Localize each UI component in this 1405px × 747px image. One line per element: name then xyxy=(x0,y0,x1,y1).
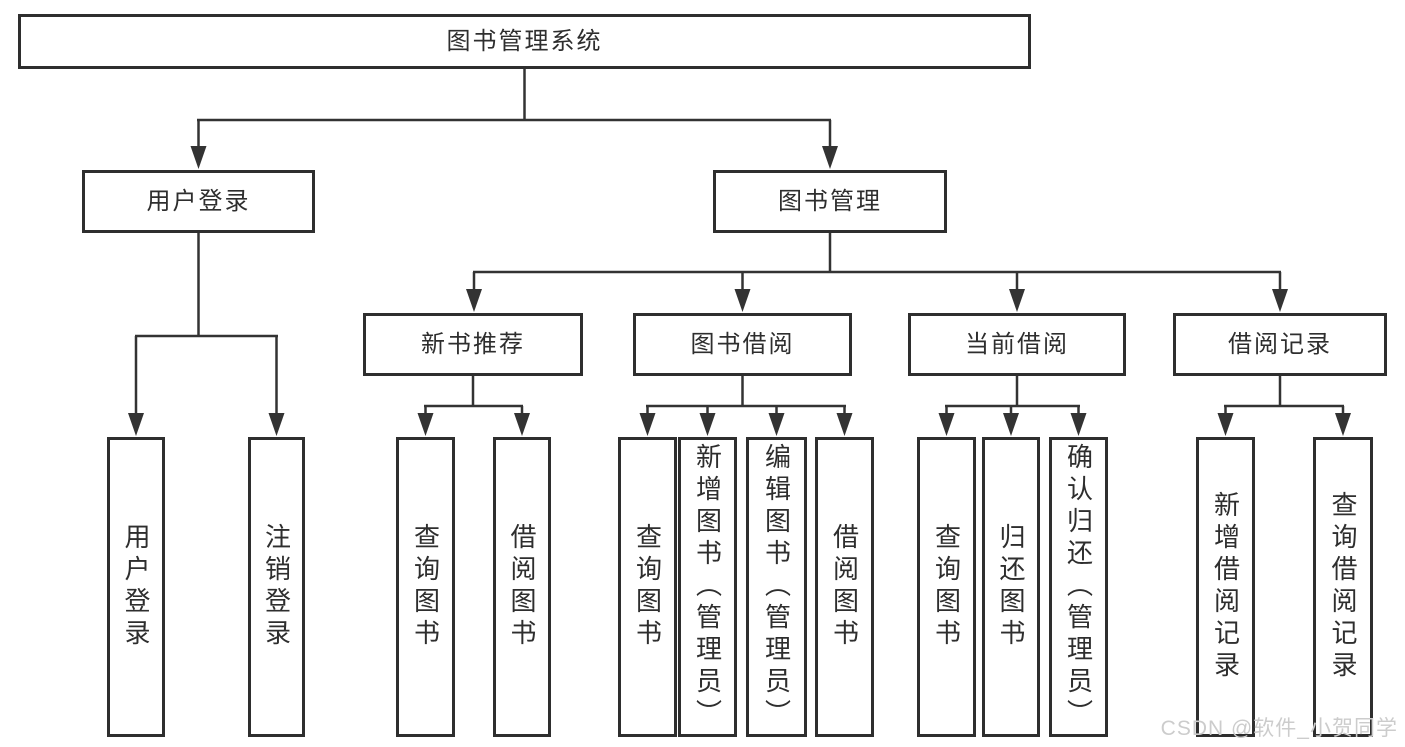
leaf-recommend-borrow-books: 借阅图书 xyxy=(493,437,551,737)
arrowheads xyxy=(128,146,1351,436)
node-current-borrow: 当前借阅 xyxy=(908,313,1126,376)
arrowhead-icon xyxy=(1335,413,1351,436)
arrowhead-icon xyxy=(1272,289,1288,312)
connector-root-split xyxy=(197,69,832,150)
arrowhead-icon xyxy=(466,289,482,312)
leaf-query-borrow-record: 查询借阅记录 xyxy=(1313,437,1373,737)
arrowhead-icon xyxy=(1217,413,1234,436)
arrowhead-icon xyxy=(639,413,656,436)
arrowhead-icon xyxy=(514,413,530,436)
leaf-confirm-return-admin: 确认归还（管理员） xyxy=(1049,437,1108,737)
connector-login-split xyxy=(134,233,278,417)
arrowhead-icon xyxy=(699,413,716,436)
leaf-add-borrow-record: 新增借阅记录 xyxy=(1196,437,1255,737)
node-borrow-records: 借阅记录 xyxy=(1173,313,1387,376)
leaf-recommend-query-books: 查询图书 xyxy=(396,437,455,737)
node-library-system: 图书管理系统 xyxy=(18,14,1031,69)
arrowhead-icon xyxy=(822,146,838,169)
arrowhead-icon xyxy=(836,413,853,436)
arrowhead-icon xyxy=(417,413,434,436)
node-new-book-recommend: 新书推荐 xyxy=(363,313,583,376)
leaf-current-query-books: 查询图书 xyxy=(917,437,976,737)
node-book-borrow: 图书借阅 xyxy=(633,313,852,376)
leaf-borrow-query-books: 查询图书 xyxy=(618,437,677,737)
leaf-logout: 注销登录 xyxy=(248,437,305,737)
connector-management-split xyxy=(472,233,1282,293)
connector-book-borrow-split xyxy=(646,376,846,417)
connector-current-borrow-split xyxy=(945,376,1080,417)
leaf-borrow-books: 借阅图书 xyxy=(815,437,874,737)
arrowhead-icon xyxy=(938,413,955,436)
connector-borrow-records-split xyxy=(1224,376,1345,417)
leaf-return-books: 归还图书 xyxy=(982,437,1040,737)
leaf-add-books-admin: 新增图书（管理员） xyxy=(678,437,737,737)
arrowhead-icon xyxy=(768,413,785,436)
node-book-management: 图书管理 xyxy=(713,170,947,233)
arrowhead-icon xyxy=(1009,289,1025,312)
watermark: CSDN @软件_小贺同学 xyxy=(1160,717,1398,740)
leaf-user-login: 用户登录 xyxy=(107,437,165,737)
arrowhead-icon xyxy=(734,289,751,312)
connector-new-book-split xyxy=(424,376,524,417)
arrowhead-icon xyxy=(1003,413,1019,436)
arrowhead-icon xyxy=(190,146,207,169)
arrowhead-icon xyxy=(1070,413,1087,436)
arrowhead-icon xyxy=(128,413,144,436)
arrowhead-icon xyxy=(268,413,285,436)
leaf-edit-books-admin: 编辑图书（管理员） xyxy=(746,437,807,737)
node-user-login: 用户登录 xyxy=(82,170,315,233)
